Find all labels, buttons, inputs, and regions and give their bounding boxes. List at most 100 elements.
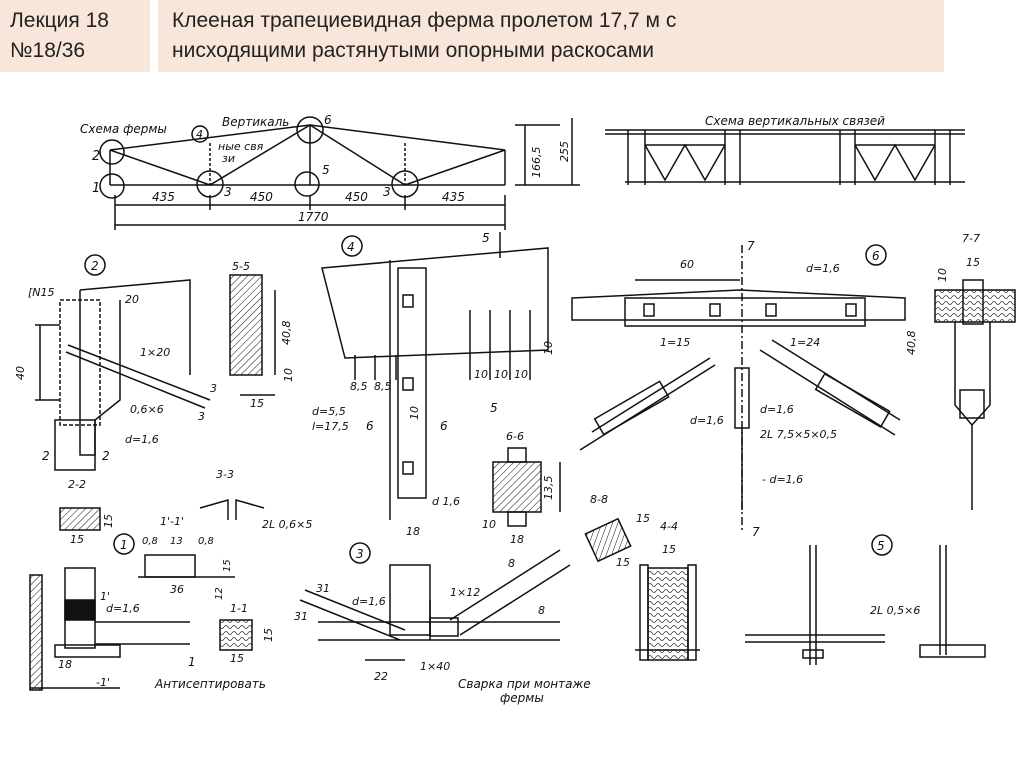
node-label-3b: 3 <box>383 185 391 199</box>
section-5-5-bolt-l: l=17,5 <box>312 420 349 433</box>
detail-5-angle: 2L 0,5×6 <box>870 604 920 617</box>
node-label-2: 2 <box>92 149 100 164</box>
lecture-number-box: Лекция 18 №18/36 <box>0 0 152 72</box>
detail-2-angle: 0,6×6 <box>130 403 164 416</box>
detail-1-dim-18: 18 <box>58 658 72 671</box>
section-2-2-dim-15b: 15 <box>102 514 115 528</box>
node-label-3a: 3 <box>224 185 232 199</box>
detail-6: 6 60 7 7 d=1,6 1=15 1=24 d=1,6 d=1,6 2L … <box>571 239 918 539</box>
truss-diagonals <box>109 124 506 186</box>
detail-1-dim-0-8b: 0,8 <box>198 536 214 547</box>
detail-5: 5 2L 0,5×6 <box>745 534 986 665</box>
detail-3: 3 31 31 d=1,6 1×12 1×40 22 8 8 Сварка пр… <box>294 542 591 705</box>
section-8-8-title: 8-8 <box>590 493 608 506</box>
detail-3-cut-8a: 8 <box>508 557 515 570</box>
detail-4-dim-10-right: 10 <box>542 341 555 355</box>
truss-top-chord <box>109 124 506 151</box>
detail-1-dim-36: 36 <box>170 583 184 596</box>
detail-4-dim-18: 18 <box>406 525 420 538</box>
node-circle-1 <box>99 173 125 199</box>
detail-2-channel: [N15 <box>28 286 55 299</box>
detail-1-cut-1p-bottom: -1' <box>96 676 110 689</box>
section-7-7-dim-15: 15 <box>966 256 980 269</box>
bracing-scheme-label: Схема вертикальных связей <box>705 114 885 128</box>
node-label-4: 4 <box>196 128 203 141</box>
detail-4-marker: 4 <box>347 240 355 254</box>
detail-3-dim-22: 22 <box>374 670 388 683</box>
section-3-3: 3-3 2L 0,6×5 <box>199 468 312 531</box>
section-5-5-dim-40-8: 40,8 <box>280 321 293 346</box>
detail-4-dim-10-mid: 10 <box>408 406 421 420</box>
detail-6-plate-24: 1=24 <box>790 336 820 349</box>
detail-2-cut-3: 3 <box>210 382 217 395</box>
section-1p-1p-title: 1'-1' <box>160 515 184 528</box>
detail-2-cut-3b: 3 <box>198 410 205 423</box>
detail-2-dim-40: 40 <box>14 366 27 380</box>
detail-4-bolt: d 1,6 <box>432 495 460 508</box>
dim-450-right: 450 <box>345 190 368 204</box>
section-6-6-title: 6-6 <box>506 430 524 443</box>
section-1-1-dim-15a: 15 <box>262 628 275 642</box>
detail-4: 4 8,5 8,5 10 10 10 10 10 d 1,6 18 6 6 5 … <box>321 231 555 538</box>
detail-1-bolt: d=1,6 <box>106 602 140 615</box>
lecture-label: Лекция 18 <box>10 9 109 32</box>
detail-6-bolt-left: d=1,6 <box>690 414 724 427</box>
section-6-6-dim-18: 18 <box>510 533 524 546</box>
dim-450-left: 450 <box>250 190 273 204</box>
detail-3-dim-31a: 31 <box>316 582 330 595</box>
node-label-6: 6 <box>324 113 332 127</box>
detail-1-dim-12: 12 <box>214 587 225 600</box>
detail-6-dim-60: 60 <box>680 258 694 271</box>
node-circle-4 <box>191 125 209 143</box>
detail-2-cut-b: 2 <box>102 449 110 463</box>
section-8-8-dim-15b: 15 <box>616 556 630 569</box>
detail-4-cut-6a: 6 <box>366 419 374 433</box>
section-1-1-title: 1-1 <box>230 602 248 615</box>
node-label-5: 5 <box>322 163 330 177</box>
detail-2-cut-a: 2 <box>42 449 50 463</box>
section-6-6-dim-13-5: 13,5 <box>542 476 555 501</box>
slide-title-line-2: нисходящими растянутыми опорными раскоса… <box>172 39 655 62</box>
detail-6-marker: 6 <box>872 249 880 263</box>
detail-4-cut-5b: 5 <box>490 401 498 415</box>
node-label-1: 1 <box>92 181 100 196</box>
detail-2-dim-20: 20 <box>125 293 139 306</box>
slide-title-line-1: Клееная трапециевидная ферма пролетом 17… <box>172 9 677 32</box>
detail-4-dim-10b: 10 <box>494 368 508 381</box>
section-3-3-angle: 2L 0,6×5 <box>262 518 312 531</box>
detail-3-marker: 3 <box>356 547 364 561</box>
detail-1-marker: 1 <box>120 538 128 552</box>
detail-4-cut-6b: 6 <box>440 419 448 433</box>
detail-1-dim-15: 15 <box>222 559 233 572</box>
detail-1-dim-0-8a: 0,8 <box>142 536 158 547</box>
detail-6-bolt-right: d=1,6 <box>760 403 794 416</box>
node-circle-5 <box>294 171 320 197</box>
dim-435-right: 435 <box>442 190 465 204</box>
slide-title-box: Клееная трапециевидная ферма пролетом 17… <box>158 0 944 72</box>
dim-166-5: 166,5 <box>530 147 543 179</box>
section-5-5-dim-15: 15 <box>250 397 264 410</box>
detail-6-plate-15: 1=15 <box>660 336 690 349</box>
vertical-label: Вертикаль <box>222 115 289 129</box>
detail-1-antiseptic-note: Антисептировать <box>154 677 266 691</box>
detail-3-plate-12: 1×12 <box>450 586 480 599</box>
section-5-5-title: 5-5 <box>232 260 250 273</box>
dim-435-left: 435 <box>152 190 175 204</box>
engineering-drawing: Схема фермы Вертикаль ные свя зи 1 2 3 3… <box>14 113 1016 705</box>
detail-2-marker: 2 <box>91 259 99 273</box>
detail-3-weld-note-2: фермы <box>500 691 544 705</box>
detail-6-cut-7b: 7 <box>752 525 760 539</box>
detail-4-dim-8-5b: 8,5 <box>374 380 392 393</box>
node-circle-2 <box>99 139 125 165</box>
detail-4-dim-10c: 10 <box>514 368 528 381</box>
detail-5-marker: 5 <box>877 539 885 553</box>
section-4-4: 4-4 15 <box>635 520 700 661</box>
detail-6-dim-40-8: 40,8 <box>905 331 918 356</box>
detail-2-bolt: d=1,6 <box>125 433 159 446</box>
detail-2-plate: 1×20 <box>140 346 170 359</box>
detail-3-cut-8b: 8 <box>538 604 545 617</box>
detail-4-dim-10a: 10 <box>474 368 488 381</box>
detail-3-bolt: d=1,6 <box>352 595 386 608</box>
ties-label-2: зи <box>222 152 235 165</box>
detail-3-weld-note-1: Сварка при монтаже <box>458 677 591 691</box>
